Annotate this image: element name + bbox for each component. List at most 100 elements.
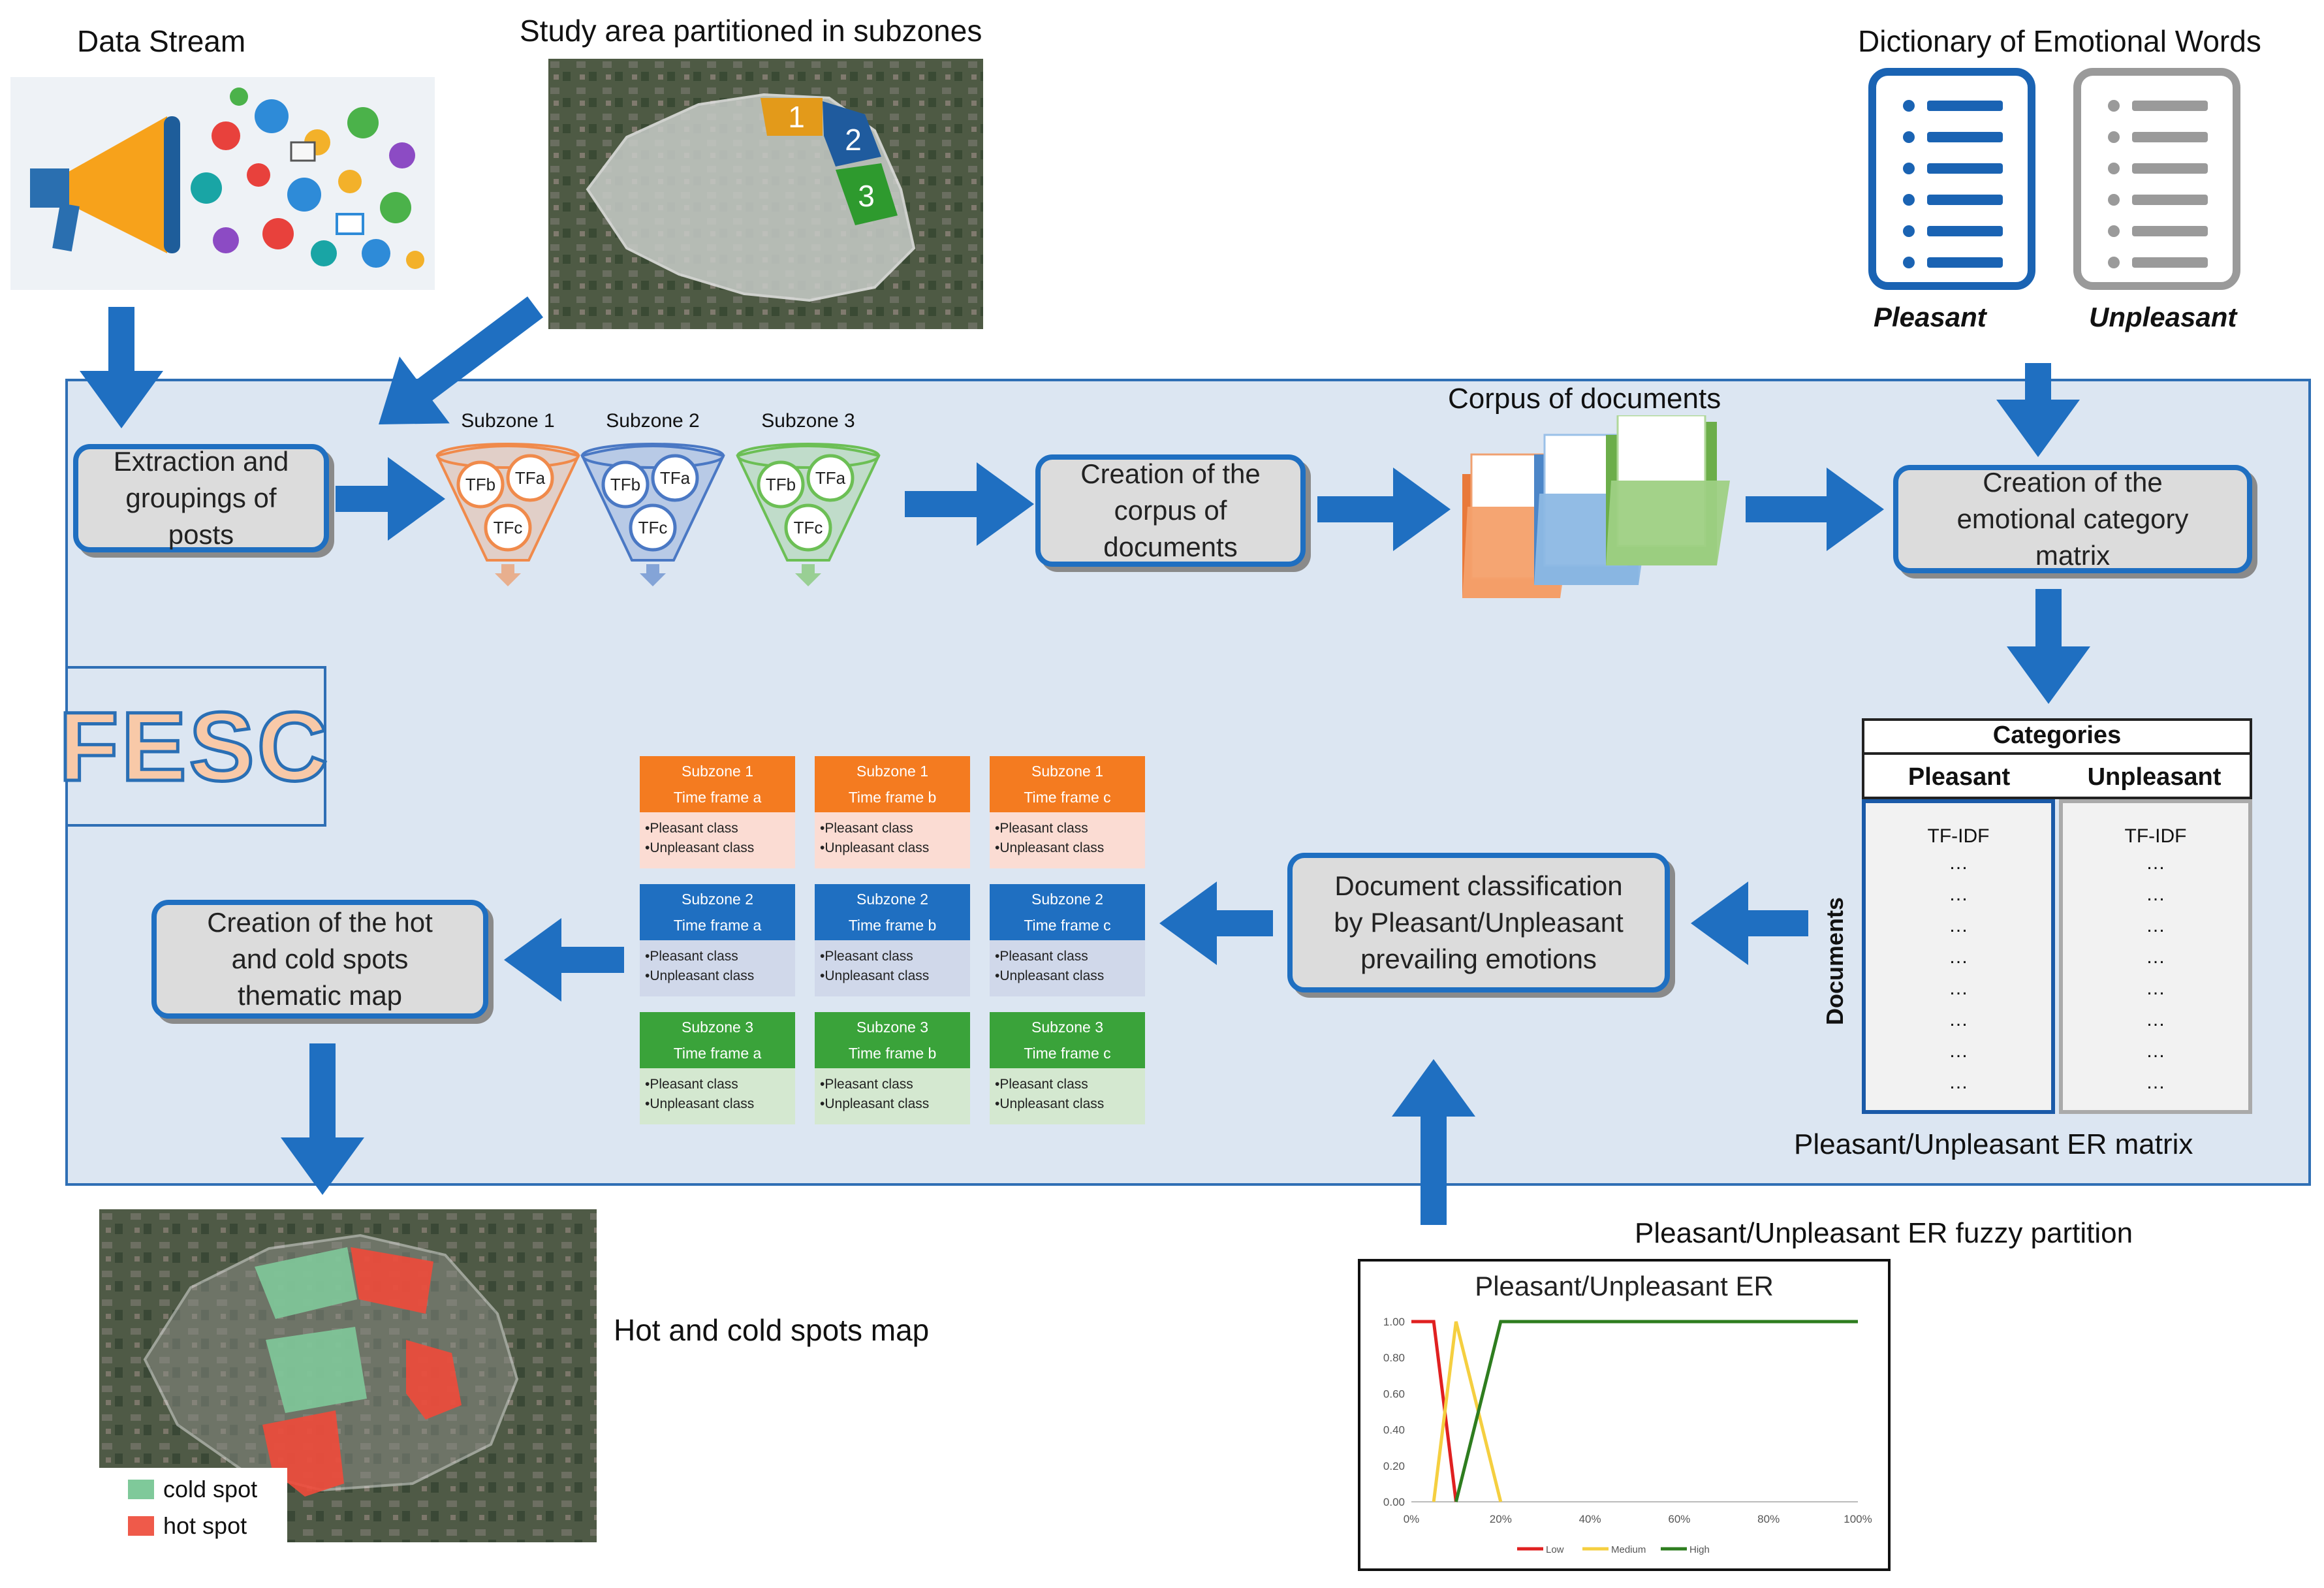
extraction-box: Extraction and groupings of posts xyxy=(73,444,329,552)
corpus-creation-box: Creation of the corpus of documents xyxy=(1035,454,1306,567)
funnel-output-arrow xyxy=(795,564,821,586)
hot-cold-map-label: Hot and cold spots map xyxy=(614,1313,930,1347)
unpleasant-class-item: •Unpleasant class xyxy=(995,1096,1105,1111)
map-legend: cold spot hot spot xyxy=(99,1468,287,1545)
time-frame-subzone: Subzone 1 xyxy=(1031,763,1103,780)
pleasant-class-item: •Pleasant class xyxy=(995,1077,1088,1092)
emotional-matrix-line-2: emotional category xyxy=(1956,503,2189,534)
time-frame-card: Subzone 3 Time frame c •Pleasant class •Unp… xyxy=(990,1012,1145,1124)
time-frame-circle-label: TFb xyxy=(766,475,796,494)
map-zone-2-label: 2 xyxy=(845,123,862,157)
time-frame-subzone: Subzone 2 xyxy=(682,891,753,908)
time-frame-card-body: •Pleasant class •Unpleasant class xyxy=(990,812,1145,868)
extraction-line-3: posts xyxy=(168,519,234,550)
arrow-to-corpus-box xyxy=(905,462,1034,546)
hot-cold-line-3: thematic map xyxy=(237,980,403,1011)
matrix-cell-ellipsis: … xyxy=(2146,1040,2165,1062)
time-frame-card-body: •Pleasant class•Unpleasant class xyxy=(815,1068,970,1124)
er-unpleasant-tfidf: TF-IDF xyxy=(2124,825,2187,847)
time-frame-circle xyxy=(757,460,805,509)
cold-spot-swatch xyxy=(128,1480,154,1499)
y-tick-label: 0.80 xyxy=(1383,1352,1405,1364)
y-tick-label: 0.00 xyxy=(1383,1496,1405,1508)
social-icons-cloud xyxy=(191,87,424,269)
data-stream-image xyxy=(10,77,435,290)
hot-cold-line-2: and cold spots xyxy=(231,944,409,974)
x-tick-label: 100% xyxy=(1844,1513,1872,1525)
time-frame-circle-label: TFa xyxy=(515,468,546,488)
study-area-map: 1 2 3 xyxy=(548,59,983,329)
time-frame-circle xyxy=(629,503,677,552)
pleasant-class-item: •Pleasant class xyxy=(645,821,738,836)
megaphone-icon xyxy=(30,116,180,253)
matrix-cell-ellipsis: … xyxy=(2146,883,2165,905)
arrow-to-emotional-matrix xyxy=(1746,468,1884,551)
time-frame-subzone: Subzone 3 xyxy=(1031,1019,1103,1036)
classification-box: Document classification by Pleasant/Unpl… xyxy=(1287,853,1670,992)
time-frame-card-body: •Pleasant class•Unpleasant class xyxy=(640,1068,795,1124)
dictionary-label: Dictionary of Emotional Words xyxy=(1858,24,2261,58)
unpleasant-class-item: •Unpleasant class xyxy=(820,968,930,983)
x-tick-label: 60% xyxy=(1668,1513,1690,1525)
time-frame-label: Time frame b xyxy=(848,1045,937,1062)
matrix-cell-ellipsis: … xyxy=(1949,1009,1968,1030)
matrix-cell-ellipsis: … xyxy=(2146,1009,2165,1030)
chart-title: Pleasant/Unpleasant ER xyxy=(1475,1271,1774,1301)
time-frame-label: Time frame a xyxy=(673,917,762,934)
fesc-logo: FESC xyxy=(57,666,330,827)
time-frame-circle xyxy=(506,454,554,502)
emotional-matrix-line-3: matrix xyxy=(2035,540,2111,571)
time-frame-card-header: Subzone 3 Time frame c xyxy=(990,1012,1145,1068)
unpleasant-class-item: •Unpleasant class xyxy=(995,968,1105,983)
pleasant-class-item: •Pleasant class xyxy=(995,821,1088,836)
er-pleasant-column: TF-IDF …………………… xyxy=(1862,799,2055,1114)
subzone-funnel-label: Subzone 2 xyxy=(606,410,699,432)
extraction-line-2: groupings of xyxy=(125,483,277,513)
legend-label: Low xyxy=(1546,1544,1564,1555)
funnel-output-arrow xyxy=(495,564,521,586)
time-frame-card-header: Subzone 2 Time frame a xyxy=(640,884,795,940)
er-pleasant-tfidf: TF-IDF xyxy=(1927,825,1990,847)
pleasant-class-item: •Pleasant class xyxy=(645,949,738,964)
matrix-cell-ellipsis: … xyxy=(1949,1072,1968,1093)
arrow-to-folders xyxy=(1317,468,1451,551)
unpleasant-class-item: •Unpleasant class xyxy=(995,840,1105,855)
matrix-cell-ellipsis: … xyxy=(1949,946,1968,968)
series-line-low xyxy=(1411,1320,1458,1502)
unpleasant-dictionary-label: Unpleasant xyxy=(2089,302,2237,332)
time-frame-subzone: Subzone 1 xyxy=(682,763,753,780)
pleasant-class-item: •Pleasant class xyxy=(820,1077,913,1092)
funnel-rim xyxy=(581,443,725,469)
pleasant-class-item: •Pleasant class xyxy=(995,949,1088,964)
corpus-creation-line-1: Creation of the xyxy=(1080,458,1261,489)
arrow-study-area-down xyxy=(379,296,543,424)
time-frame-circle-label: TFb xyxy=(610,475,640,494)
matrix-cell-ellipsis: … xyxy=(1949,915,1968,936)
time-frame-card-body: •Pleasant class •Unpleasant class xyxy=(990,940,1145,996)
time-frame-circle xyxy=(484,503,532,552)
time-frame-label: Time frame c xyxy=(1024,1045,1111,1062)
er-pleasant-header: Pleasant xyxy=(1908,763,2011,791)
series-line-medium xyxy=(1432,1321,1503,1502)
cold-spot-label: cold spot xyxy=(163,1476,258,1502)
time-frame-card-body: •Pleasant class•Unpleasant class xyxy=(815,940,970,996)
study-area-label: Study area partitioned in subzones xyxy=(520,14,982,48)
data-stream-label: Data Stream xyxy=(77,24,246,58)
time-frame-circle xyxy=(601,460,650,509)
y-tick-label: 0.60 xyxy=(1383,1388,1405,1400)
arrow-matrix-down xyxy=(2007,589,2090,704)
time-frame-circle-label: TFa xyxy=(815,468,846,488)
matrix-cell-ellipsis: … xyxy=(1949,852,1968,874)
matrix-cell-ellipsis: … xyxy=(2146,946,2165,968)
